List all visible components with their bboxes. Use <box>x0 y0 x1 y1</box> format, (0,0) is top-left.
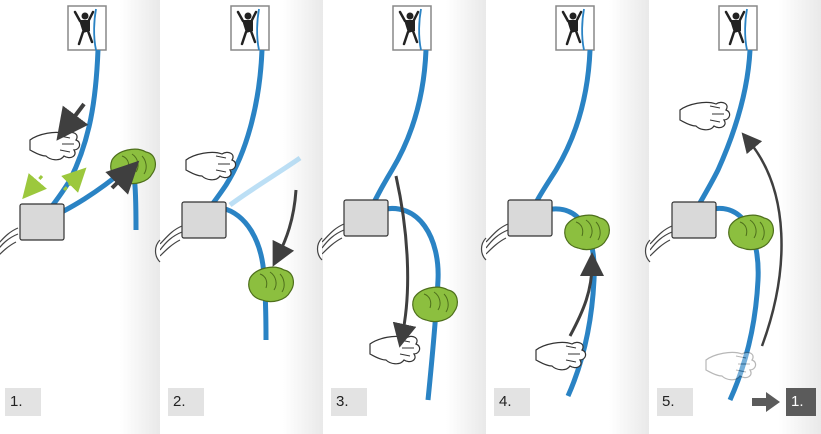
next-step-label: 1. <box>786 388 816 416</box>
rope-ghost <box>228 155 302 208</box>
rope <box>527 49 593 217</box>
arrow-icon <box>105 160 140 195</box>
arrow-icon <box>568 252 604 337</box>
step-4-panel <box>480 0 649 434</box>
belay-device-icon <box>671 201 717 239</box>
climber-icon <box>554 4 596 52</box>
arrow-icon <box>741 132 783 347</box>
step-5-panel <box>644 0 821 434</box>
belay-device-icon <box>181 201 227 239</box>
next-arrow-icon <box>752 392 780 412</box>
arrow-icon <box>56 102 89 141</box>
step-3-panel <box>316 0 486 434</box>
arrow-icon <box>61 167 87 193</box>
step-4-label: 4. <box>494 388 530 416</box>
brake-hand-icon <box>728 214 774 251</box>
belay-device-icon <box>19 203 65 241</box>
arrow-icon <box>392 175 417 348</box>
climber-icon <box>391 4 433 52</box>
climber-icon <box>66 4 108 52</box>
step-2-panel <box>154 0 323 434</box>
belay-device-icon <box>343 199 389 237</box>
brake-hand-icon <box>110 148 156 185</box>
belay-device-icon <box>507 199 553 237</box>
step-5-label: 5. <box>657 388 693 416</box>
arrow-icon <box>272 189 298 267</box>
climber-icon <box>229 4 271 52</box>
brake-hand-icon <box>564 214 610 251</box>
step-1-label: 1. <box>5 388 41 416</box>
brake-hand-icon <box>248 266 294 303</box>
step-3-label: 3. <box>331 388 367 416</box>
step-2-label: 2. <box>168 388 204 416</box>
step-1-panel <box>0 0 160 434</box>
brake-hand-icon <box>412 286 458 323</box>
arrow-icon <box>22 173 47 200</box>
rope-brake-strand <box>379 206 441 401</box>
climber-icon <box>717 4 759 52</box>
